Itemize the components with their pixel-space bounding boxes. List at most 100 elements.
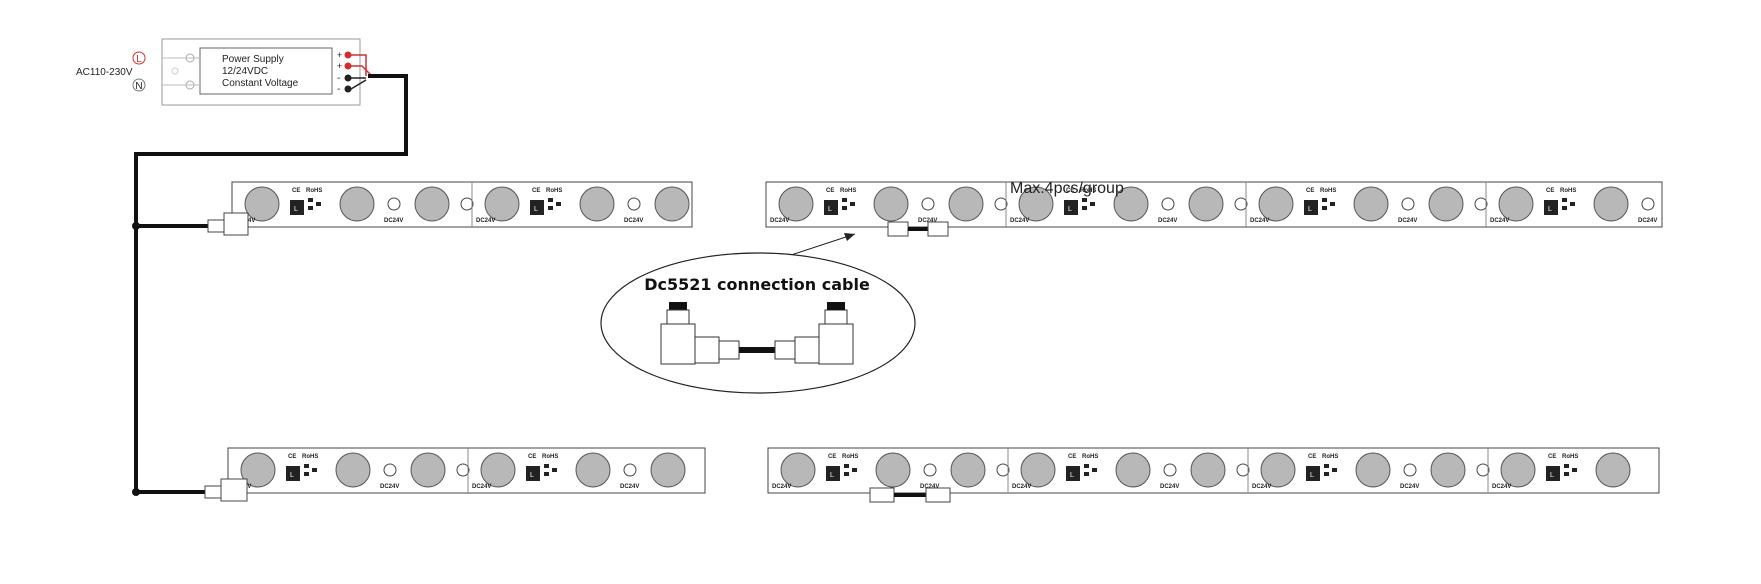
resistor-icon — [1474, 197, 1488, 211]
led-chip-icon — [1595, 452, 1631, 488]
output-plus-dot — [344, 51, 352, 59]
driver-ic-icon — [1546, 466, 1560, 481]
minus-1: - — [337, 73, 340, 84]
svg-text:L: L — [1310, 472, 1314, 479]
resistor-icon — [1401, 197, 1415, 211]
driver-ic-icon — [286, 466, 300, 481]
led-chip-icon — [1593, 186, 1629, 222]
svg-text:RoHS: RoHS — [306, 188, 322, 194]
led-chip-icon — [654, 186, 690, 222]
driver-ic-icon — [1064, 200, 1078, 215]
terminal-n-icon — [132, 78, 146, 92]
svg-text:L: L — [1068, 206, 1072, 213]
svg-text:RoHS: RoHS — [1562, 454, 1578, 460]
svg-text:RoHS: RoHS — [542, 454, 558, 460]
led-chip-icon — [1020, 452, 1056, 488]
svg-text:CE: CE — [828, 454, 836, 460]
led-chip-icon — [650, 452, 686, 488]
svg-text:L: L — [830, 472, 834, 479]
resistor-icon — [456, 463, 470, 477]
svg-text:DC24V: DC24V — [1492, 484, 1511, 490]
led-chip-icon — [875, 452, 911, 488]
led-chip-icon — [1018, 186, 1054, 222]
led-chip-icon — [335, 452, 371, 488]
svg-text:L: L — [1548, 206, 1552, 213]
led-chip-icon — [778, 186, 814, 222]
dc5521-cable-icon — [660, 302, 854, 365]
led-chip-icon — [1500, 452, 1536, 488]
output-plus-dot — [344, 62, 352, 70]
svg-text:DC24V: DC24V — [620, 484, 639, 490]
driver-ic-icon — [290, 200, 304, 215]
led-chip-icon — [1428, 186, 1464, 222]
led-chip-icon — [1190, 452, 1226, 488]
svg-text:L: L — [828, 206, 832, 213]
resistor-icon — [1236, 463, 1250, 477]
main-wiring — [134, 74, 408, 494]
svg-text:DC24V: DC24V — [918, 218, 937, 224]
terminal-l-icon — [132, 51, 146, 65]
svg-text:CE: CE — [292, 188, 300, 194]
led-chip-icon — [1258, 186, 1294, 222]
svg-text:DC24V: DC24V — [380, 484, 399, 490]
svg-text:CE: CE — [1066, 188, 1074, 194]
svg-text:RoHS: RoHS — [1322, 454, 1338, 460]
svg-text:CE: CE — [1308, 454, 1316, 460]
svg-text:DC24V: DC24V — [1490, 218, 1509, 224]
svg-text:L: L — [290, 472, 294, 479]
driver-ic-icon — [1304, 200, 1318, 215]
svg-text:L: L — [1308, 206, 1312, 213]
driver-ic-icon — [1544, 200, 1558, 215]
svg-text:CE: CE — [532, 188, 540, 194]
resistor-icon — [923, 463, 937, 477]
driver-ic-icon — [1306, 466, 1320, 481]
resistor-icon — [994, 197, 1008, 211]
resistor-icon — [1234, 197, 1248, 211]
output-minus-dot — [344, 85, 352, 93]
minus-2: - — [337, 84, 340, 95]
led-chip-icon — [948, 186, 984, 222]
svg-text:DC24V: DC24V — [1252, 484, 1271, 490]
svg-text:DC24V: DC24V — [1158, 218, 1177, 224]
led-chip-icon — [1430, 452, 1466, 488]
svg-text:L: L — [294, 206, 298, 213]
led-chip-icon — [575, 452, 611, 488]
resistor-icon — [623, 463, 637, 477]
svg-text:CE: CE — [826, 188, 834, 194]
svg-text:L: L — [530, 472, 534, 479]
svg-text:DC24V: DC24V — [1398, 218, 1417, 224]
led-chip-icon — [244, 186, 280, 222]
svg-text:DC24V: DC24V — [1012, 484, 1031, 490]
driver-ic-icon — [530, 200, 544, 215]
power-supply-voltage: 12/24VDC — [222, 66, 268, 77]
svg-text:L: L — [1070, 472, 1074, 479]
svg-text:RoHS: RoHS — [840, 188, 856, 194]
svg-text:CE: CE — [1548, 454, 1556, 460]
led-chip-icon — [950, 452, 986, 488]
led-chip-icon — [579, 186, 615, 222]
driver-ic-icon — [1066, 466, 1080, 481]
svg-text:RoHS: RoHS — [302, 454, 318, 460]
svg-text:DC24V: DC24V — [772, 484, 791, 490]
driver-ic-icon — [526, 466, 540, 481]
output-minus-dot — [344, 74, 352, 82]
svg-text:CE: CE — [288, 454, 296, 460]
resistor-icon — [1476, 463, 1490, 477]
callout-title: Dc5521 connection cable — [644, 275, 870, 294]
svg-text:DC24V: DC24V — [1250, 218, 1269, 224]
group-note: Max.4pcs/group — [1010, 180, 1124, 197]
led-chip-icon — [1115, 452, 1151, 488]
led-chip-icon — [484, 186, 520, 222]
svg-text:CE: CE — [528, 454, 536, 460]
terminal-l-label: L — [136, 54, 142, 65]
svg-text:DC24V: DC24V — [920, 484, 939, 490]
power-supply: Power Supply 12/24VDC Constant Voltage L… — [76, 38, 373, 106]
svg-text:DC24V: DC24V — [770, 218, 789, 224]
